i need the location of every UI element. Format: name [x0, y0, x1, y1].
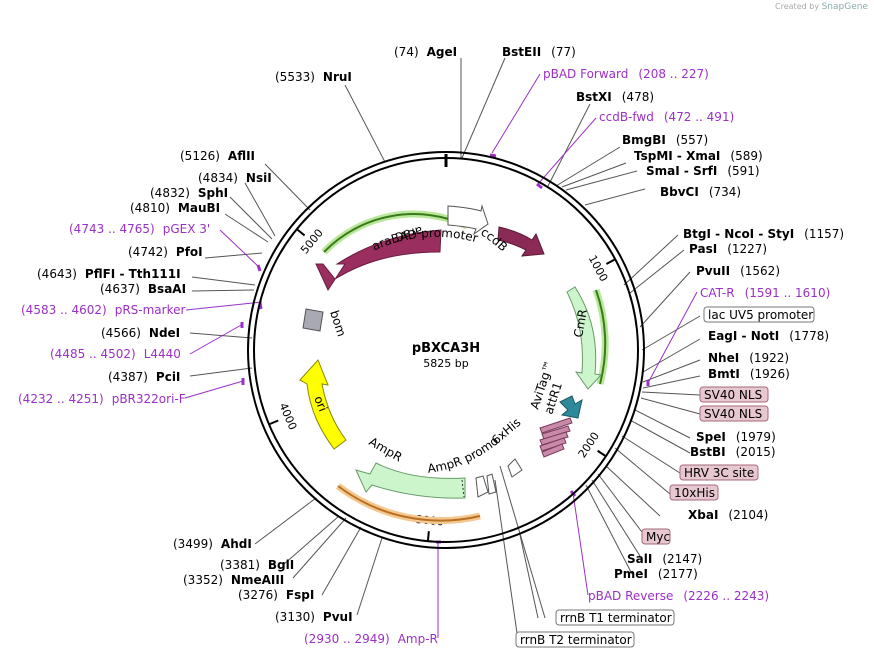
site-label: PasI(1227): [689, 242, 767, 256]
tick-mark: [268, 419, 279, 426]
tick-label: 2000: [576, 430, 602, 461]
ampr-highlight-line: [337, 485, 481, 522]
attr1-feature: [559, 395, 583, 419]
site-label: SpeI(1979): [696, 430, 776, 444]
site-label: (3352)NmeAIII: [183, 573, 284, 587]
cmr-label: CmR: [571, 308, 590, 338]
site-label: BstEII(77): [502, 45, 576, 59]
ampr-feature: [355, 462, 466, 499]
feature-label-box: [555, 609, 675, 626]
site-label: TspMI - XmaI(589): [634, 149, 763, 163]
site-label: PmeI(2177): [614, 567, 698, 581]
his-tag-region: [539, 417, 573, 458]
tick-label: 1000: [586, 253, 611, 284]
site-label: (74)AgeI: [394, 45, 457, 59]
tick-mark: [426, 531, 430, 542]
site-label: (4832)SphI: [150, 186, 228, 200]
ori-feature: [299, 359, 347, 450]
snapgene-watermark: Created by SnapGene: [775, 2, 868, 12]
small-arrow-feature-c: [475, 475, 489, 498]
feature-label: rrnB T1 terminator: [560, 611, 672, 625]
site-label: (3276)FspI: [238, 588, 314, 602]
site-label: (4643)PflFI - Tth111I: [37, 267, 181, 281]
site-label: BmtI(1926): [708, 367, 790, 381]
watermark-brand: SnapGene: [821, 2, 868, 12]
small-arrow-feature-a: [507, 458, 523, 478]
backbone-outer-circle: [247, 151, 645, 549]
feature-label: SV40 NLS: [704, 407, 762, 421]
feature-label-box: [699, 386, 769, 403]
site-label: (4566)NdeI: [101, 326, 180, 340]
tick-label: 4000: [276, 401, 299, 432]
site-label: BmgBI(557): [622, 133, 708, 147]
primer-label: (2930 .. 2949)Amp-R: [304, 632, 438, 646]
site-label: SalI(2147): [627, 552, 702, 566]
watermark-prefix: Created by: [775, 2, 820, 11]
site-label: (4742)PfoI: [128, 245, 203, 259]
feature-label-box: [699, 405, 769, 422]
site-label: (3499)AhdI: [173, 537, 252, 551]
site-label: XbaI(2104): [688, 508, 768, 522]
plasmid-length: 5825 bp: [423, 357, 468, 370]
tick-mark: [597, 449, 607, 458]
tick-label: 5000: [298, 226, 326, 256]
site-label: SmaI - SrfI(591): [646, 164, 760, 178]
tick-mark: [605, 258, 616, 265]
feature-label: Myc: [646, 530, 670, 544]
feature-label: HRV 3C site: [684, 466, 754, 480]
feature-label: rrnB T2 terminator: [520, 633, 632, 647]
site-label: (5126)AflII: [180, 149, 255, 163]
tick-mark: [296, 228, 306, 237]
feature-label-box: [679, 464, 759, 481]
cmr-feature: [566, 286, 602, 390]
site-label: BbvCI(734): [660, 185, 741, 199]
site-label: (4810)MauBI: [130, 201, 220, 215]
site-label: (5533)NruI: [275, 70, 352, 84]
plasmid-name: pBXCA3H: [412, 341, 480, 356]
feature-label: 10xHis: [674, 486, 715, 500]
site-label: PvuII(1562): [696, 264, 780, 278]
ampr-label: AmpR: [367, 434, 405, 464]
primer-label: CAT-R(1591 .. 1610): [700, 286, 830, 300]
primer-label: pBAD Forward(208 .. 227): [543, 67, 709, 81]
site-label: BstXI(478): [576, 90, 654, 104]
arac-feature: [315, 229, 442, 292]
primer-label: (4485 .. 4502)L4440: [50, 347, 181, 361]
cmr-highlight-line: [595, 289, 607, 385]
site-label: BstBI(2015): [690, 445, 776, 459]
ampr-dashed-mark: [461, 479, 465, 498]
site-label: (4387)PciI: [108, 370, 180, 384]
site-label: (4834)NsiI: [198, 171, 272, 185]
site-label: NheI(1922): [708, 351, 789, 365]
feature-label-box: [669, 484, 719, 501]
ccdb-feature: [497, 226, 545, 257]
site-label: (3130)PvuI: [275, 610, 353, 624]
feature-label: SV40 NLS: [704, 388, 762, 402]
primer-label: ccdB-fwd(472 .. 491): [599, 110, 734, 124]
arabad-promoter-feature: [447, 204, 489, 236]
site-label: EagI - NotI(1778): [708, 329, 829, 343]
feature-label-box: [641, 528, 671, 545]
feature-label-box: [515, 631, 635, 648]
bom-feature: [302, 308, 324, 332]
ori-label: ori: [311, 394, 330, 414]
small-arrow-feature-b: [486, 473, 497, 495]
site-label: (3381)BglI: [220, 558, 294, 572]
site-label: (4637)BsaAI: [100, 282, 186, 296]
primer-label: (4232 .. 4251)pBR322ori-F: [18, 392, 186, 406]
primer-label: (4743 .. 4765)pGEX 3': [69, 222, 210, 236]
site-label: BtgI - NcoI - StyI(1157): [683, 227, 844, 241]
feature-label: lac UV5 promoter: [708, 308, 813, 322]
site-labels: (74)AgeI BstEII(77) (5533)NruI BstXI(478) Bm…: [18, 45, 844, 648]
feature-label-box: [703, 306, 815, 323]
bom-label: bom: [327, 309, 349, 339]
label-leader-lines: [189, 57, 701, 641]
primer-leader-lines: [184, 73, 698, 638]
his6-label: 6xHis: [489, 415, 524, 447]
primer-label: pBAD Reverse(2226 .. 2243): [588, 589, 769, 603]
primer-label: (4583 .. 4602)pRS-marker: [21, 303, 185, 317]
